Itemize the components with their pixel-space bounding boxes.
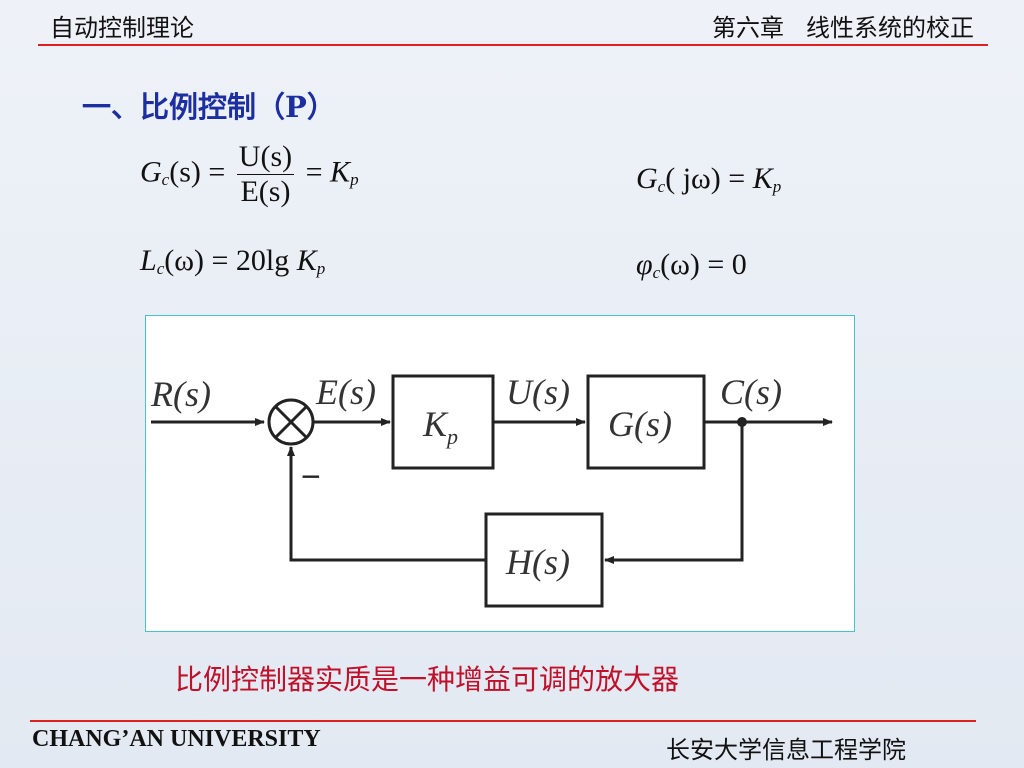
label-plant: G(s) <box>608 404 672 444</box>
eq-k: K <box>330 155 351 189</box>
eq-sub: c <box>652 263 661 282</box>
school-name: 长安大学信息工程学院 <box>666 736 906 764</box>
label-controller: Kp <box>422 404 458 449</box>
feedback-line-left <box>287 446 486 562</box>
section-letter: P <box>285 90 307 124</box>
block-diagram-svg: R(s) E(s) Kp U(s) G(s) C(s) H(s) − <box>150 372 833 608</box>
plant-block <box>586 374 706 470</box>
chapter-number: 第六章 <box>712 14 784 42</box>
label-feedback: H(s) <box>505 542 570 582</box>
eq-arg: ( jω) <box>665 162 721 195</box>
eq-numerator: U(s) <box>238 140 293 173</box>
feedback-line-right <box>604 422 744 564</box>
label-controller-k: K <box>422 404 449 444</box>
eq-g: G <box>140 155 162 189</box>
caption: 比例控制器实质是一种增益可调的放大器 <box>175 663 680 696</box>
label-control: U(s) <box>506 372 570 412</box>
eq-equals: = 20lg <box>203 244 297 277</box>
university-name: CHANG’AN UNIVERSITY <box>32 726 321 752</box>
eq-arg: (s) <box>169 155 201 189</box>
eq-fraction: U(s)E(s) <box>236 140 295 209</box>
equation-phic: φc(ω) = 0 <box>636 248 747 282</box>
eq-sub: p <box>350 170 359 190</box>
takeoff-point <box>737 417 747 427</box>
label-error: E(s) <box>315 372 376 412</box>
eq-phi: φ <box>636 248 653 281</box>
equation-gc-s: Gc(s) = U(s)E(s) = Kp <box>140 140 359 209</box>
footer-divider <box>30 720 976 722</box>
eq-k: K <box>752 162 773 195</box>
eq-equals: = <box>720 162 753 195</box>
equation-lc: Lc(ω) = 20lg Kp <box>140 244 325 278</box>
eq-k: K <box>296 244 317 277</box>
section-close: ） <box>306 90 336 124</box>
chapter-title: 线性系统的校正 <box>806 14 974 42</box>
eq-arg: (ω) <box>660 248 700 281</box>
eq-sub: c <box>161 170 170 190</box>
eq-equals: = 0 <box>699 248 747 281</box>
eq-sub: c <box>156 259 165 278</box>
equation-gc-jw: Gc( jω) = Kp <box>636 162 781 196</box>
label-controller-sub: p <box>445 424 458 449</box>
sum-cross <box>274 405 308 439</box>
eq-sub: p <box>316 259 326 278</box>
eq-denominator: E(s) <box>236 174 295 209</box>
label-input: R(s) <box>150 374 211 414</box>
eq-arg: (ω) <box>164 244 204 277</box>
block-diagram: R(s) E(s) Kp U(s) G(s) C(s) H(s) − <box>145 315 855 632</box>
eq-equals: = <box>298 155 331 189</box>
controller-block <box>391 374 495 470</box>
eq-g: G <box>636 162 658 195</box>
section-title: 一、比例控制（P） <box>82 84 336 126</box>
eq-equals: = <box>200 155 233 189</box>
section-number: 一、比例控制（ <box>82 90 286 124</box>
eq-sub: c <box>657 177 666 196</box>
eq-l: L <box>140 244 157 277</box>
header-divider <box>38 44 988 46</box>
chapter-header: 第六章线性系统的校正 <box>712 8 974 43</box>
course-title: 自动控制理论 <box>50 14 194 42</box>
label-output: C(s) <box>720 372 782 412</box>
eq-sub: p <box>772 177 782 196</box>
minus-sign: − <box>301 458 321 496</box>
